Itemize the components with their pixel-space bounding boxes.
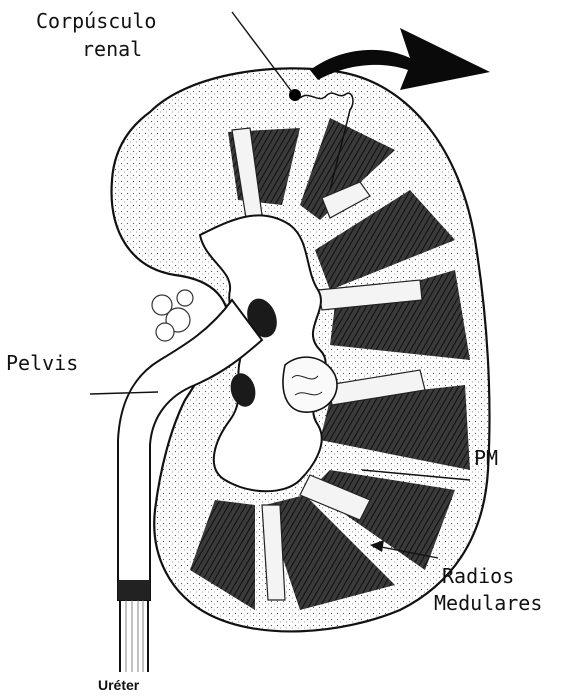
- label-pm: PM: [474, 446, 498, 470]
- label-corpusculo-line2: renal: [82, 37, 142, 61]
- label-ureter: Uréter: [98, 677, 140, 693]
- label-pelvis: Pelvis: [6, 351, 78, 375]
- label-corpusculo-line1: Corpúsculo: [36, 9, 156, 33]
- hilum-fat: [152, 290, 193, 341]
- renal-papilla: [283, 357, 337, 412]
- ureter-tube: [120, 600, 148, 672]
- label-radios-line1: Radios: [442, 564, 514, 588]
- ureter-dark-band: [118, 580, 150, 600]
- label-radios-line2: Medulares: [434, 591, 542, 615]
